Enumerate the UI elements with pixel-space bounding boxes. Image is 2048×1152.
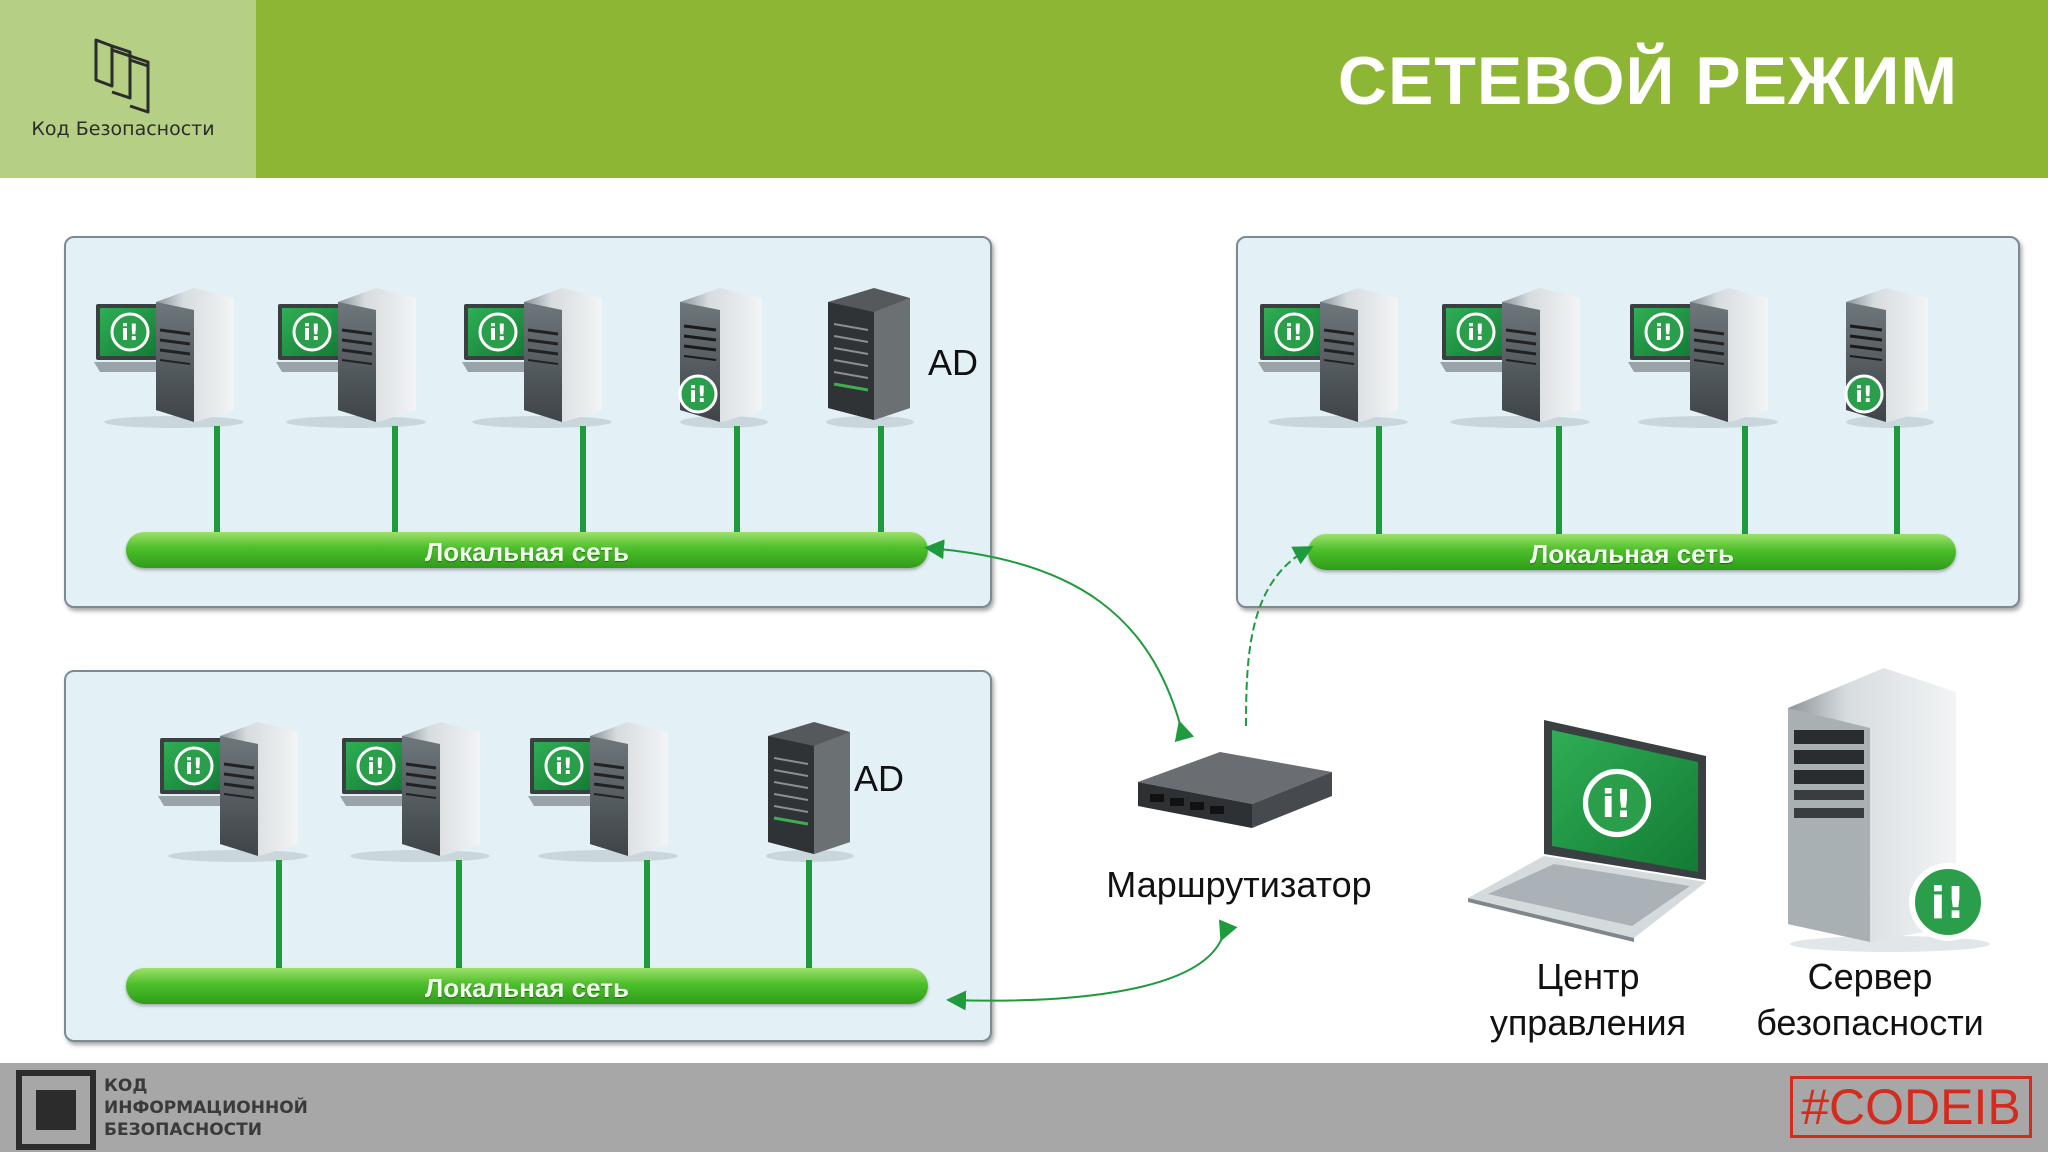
- hashtag-badge: #CODEIB: [1790, 1076, 2032, 1138]
- footer-logo-line1: КОД: [104, 1076, 148, 1096]
- router-label: Маршрутизатор: [1106, 864, 1372, 905]
- network-drop-line: [276, 860, 282, 970]
- header-bar: Код Безопасности СЕТЕВОЙ РЕЖИМ: [0, 0, 2048, 178]
- network-drop-line: [1376, 426, 1382, 538]
- security-server-icon: [1788, 668, 1990, 952]
- network-drop-line: [214, 426, 220, 536]
- control-center-label: Центр управления: [1460, 954, 1716, 1046]
- lan-panel-bottom-left: AD Локальная сеть: [64, 670, 992, 1042]
- page-title: СЕТЕВОЙ РЕЖИМ: [1337, 43, 1958, 119]
- bus-label: Локальная сеть: [425, 973, 629, 1003]
- logo-text: Код Безопасности: [31, 118, 215, 140]
- link-arrow: [946, 919, 1238, 1011]
- security-server-label-line2: безопасности: [1756, 1002, 1984, 1043]
- footer-bar: КОД ИНФОРМАЦИОННОЙ БЕЗОПАСНОСТИ #CODEIB: [0, 1063, 2048, 1152]
- ad-label: AD: [854, 758, 905, 799]
- security-server-label-line1: Сервер: [1807, 956, 1933, 997]
- footer-logo-icon: [16, 1070, 96, 1150]
- local-network-bus: Локальная сеть: [1308, 534, 1956, 570]
- network-drop-line: [1556, 426, 1562, 538]
- network-drop-line: [1894, 426, 1900, 538]
- lan-panel-top-left: AD Локальная сеть: [64, 236, 992, 608]
- network-drop-line: [806, 860, 812, 970]
- security-server-label: Сервер безопасности: [1742, 954, 1998, 1046]
- footer-logo-line2: ИНФОРМАЦИОННОЙ: [104, 1098, 308, 1118]
- footer-logo-line3: БЕЗОПАСНОСТИ: [104, 1120, 262, 1140]
- router-icon: [1138, 752, 1332, 828]
- link-arrow: [1245, 546, 1314, 727]
- network-drop-line: [1742, 426, 1748, 538]
- company-logo-icon: [94, 38, 150, 114]
- bus-label: Локальная сеть: [1530, 539, 1734, 569]
- network-drop-line: [392, 426, 398, 536]
- network-drop-line: [456, 860, 462, 970]
- link-arrow: [924, 539, 1195, 743]
- bus-label: Локальная сеть: [425, 537, 629, 567]
- laptop-icon: [1468, 720, 1706, 942]
- control-center-label-line2: управления: [1489, 1002, 1687, 1043]
- footer-logo-text: КОД ИНФОРМАЦИОННОЙ БЕЗОПАСНОСТИ: [104, 1075, 308, 1141]
- logo-area: Код Безопасности: [0, 0, 256, 178]
- network-drop-line: [580, 426, 586, 536]
- local-network-bus: Локальная сеть: [126, 968, 928, 1004]
- ad-label: AD: [928, 342, 979, 383]
- lan-panel-top-right: Локальная сеть: [1236, 236, 2020, 608]
- network-drop-line: [644, 860, 650, 970]
- control-center-label-line1: Центр: [1536, 956, 1640, 997]
- local-network-bus: Локальная сеть: [126, 532, 928, 568]
- network-drop-line: [878, 426, 884, 536]
- network-drop-line: [734, 426, 740, 536]
